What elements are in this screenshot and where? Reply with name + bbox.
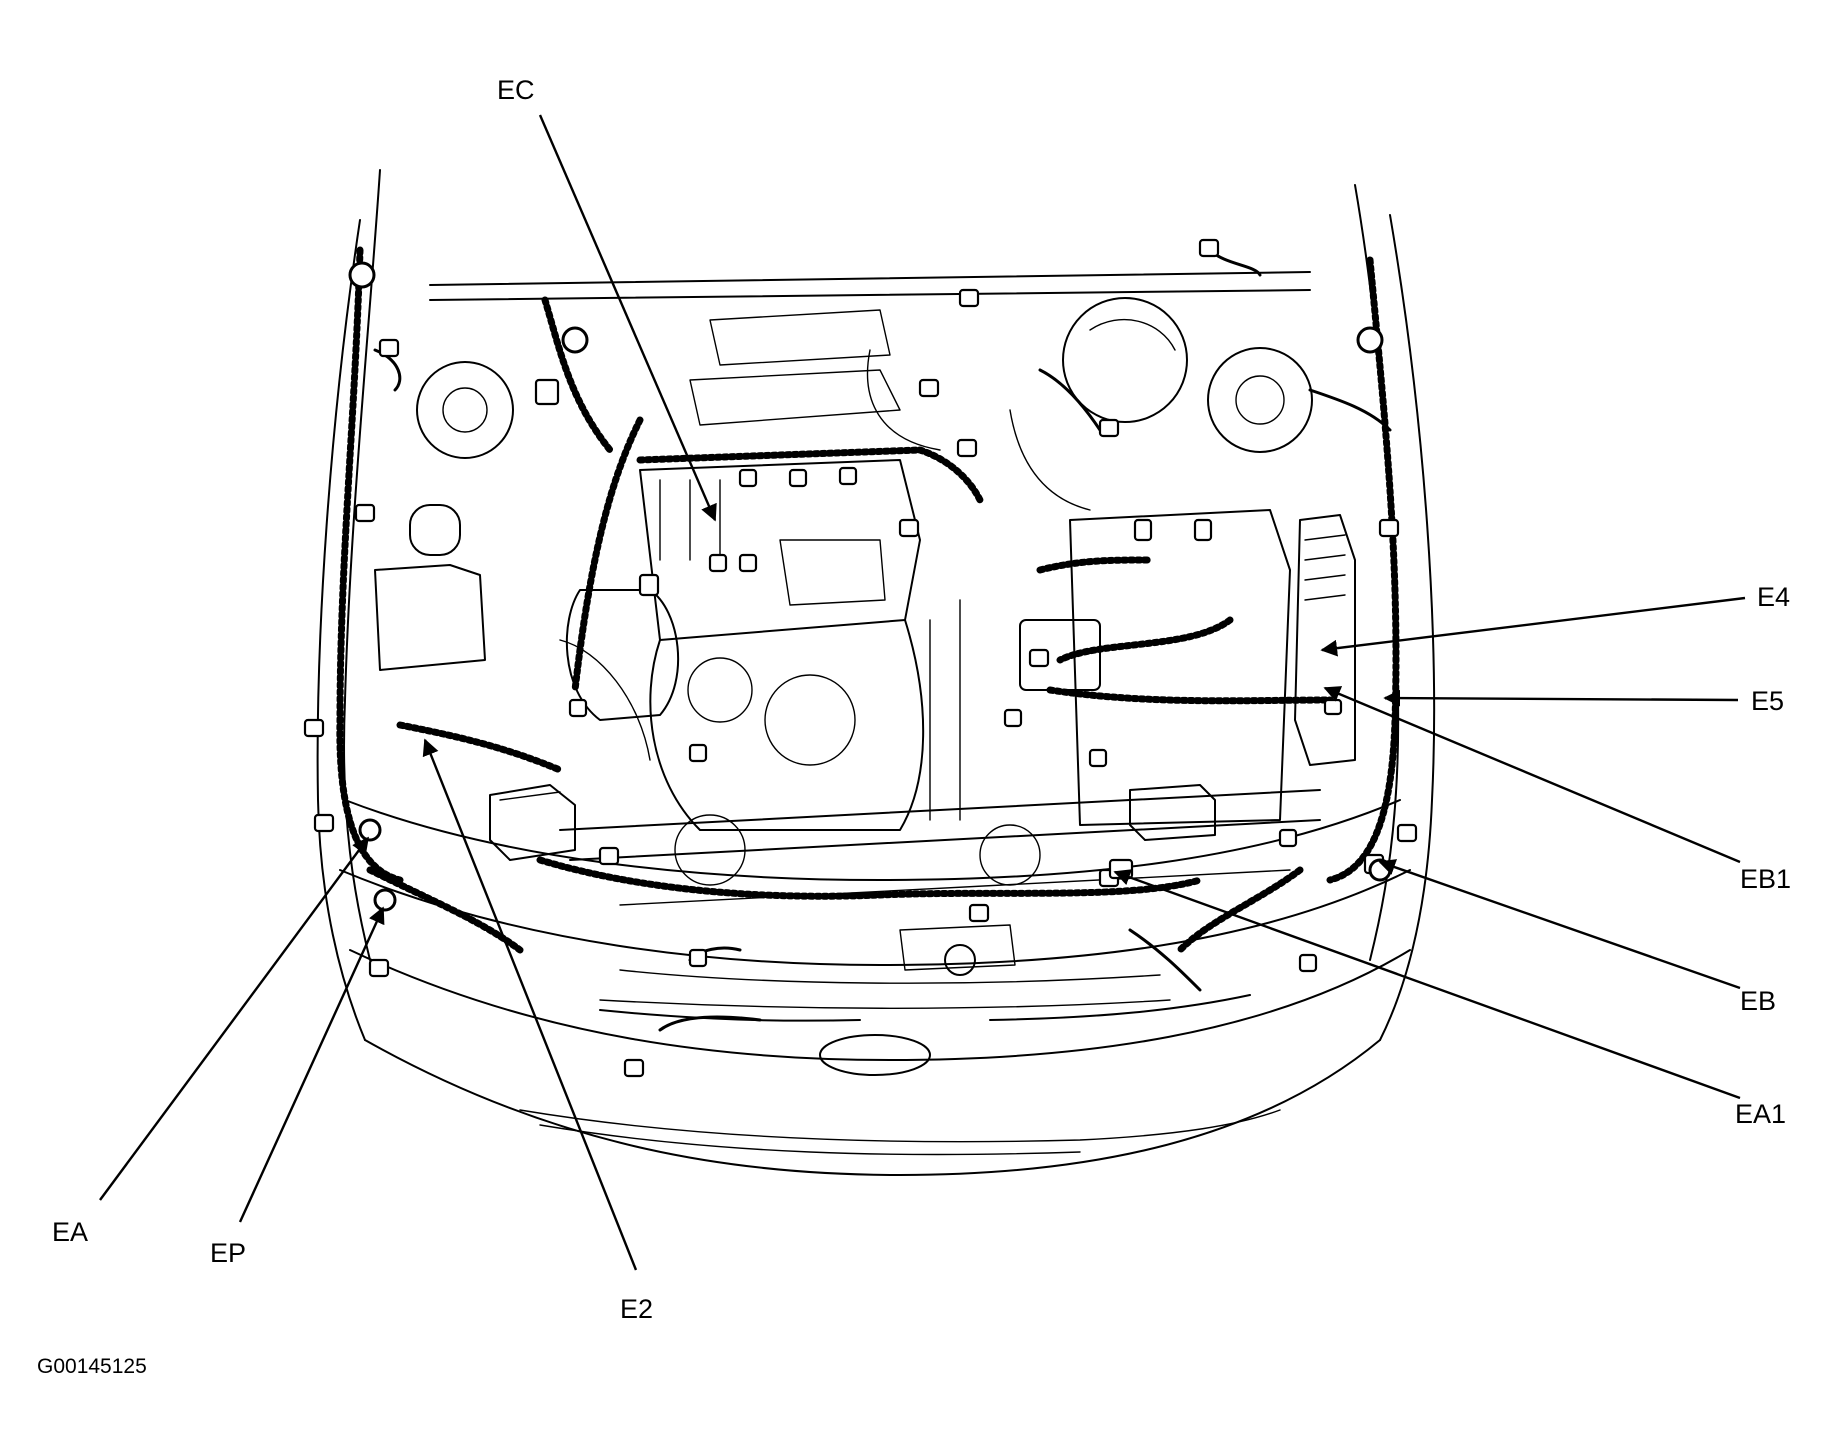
vehicle-body-outline: [316, 169, 1436, 1176]
leader-ea: [99, 836, 369, 1201]
leader-e2: [422, 738, 638, 1271]
leader-ec: [538, 114, 717, 522]
leader-ea1: [1113, 869, 1741, 1100]
label-ea1: EA1: [1735, 1099, 1787, 1129]
leader-eb: [1378, 859, 1741, 990]
label-e2: E2: [620, 1294, 654, 1324]
label-eb1: EB1: [1740, 864, 1792, 894]
thin-wires: [373, 248, 1392, 1032]
grommets: [348, 261, 1392, 912]
leader-e5: [1383, 689, 1739, 707]
figure-reference-id: G00145125: [37, 1355, 147, 1378]
leader-e4: [1320, 596, 1746, 657]
label-e5: E5: [1751, 686, 1785, 716]
label-e4: E4: [1757, 582, 1791, 612]
label-ea: EA: [52, 1217, 89, 1247]
connectors: [303, 238, 1418, 1078]
engine-components: [374, 297, 1356, 976]
leader-lines: [99, 114, 1746, 1271]
label-ec: EC: [497, 75, 535, 105]
leader-ep: [238, 906, 385, 1223]
leader-eb1: [1323, 686, 1741, 864]
label-eb: EB: [1740, 986, 1777, 1016]
label-ep: EP: [210, 1238, 247, 1268]
